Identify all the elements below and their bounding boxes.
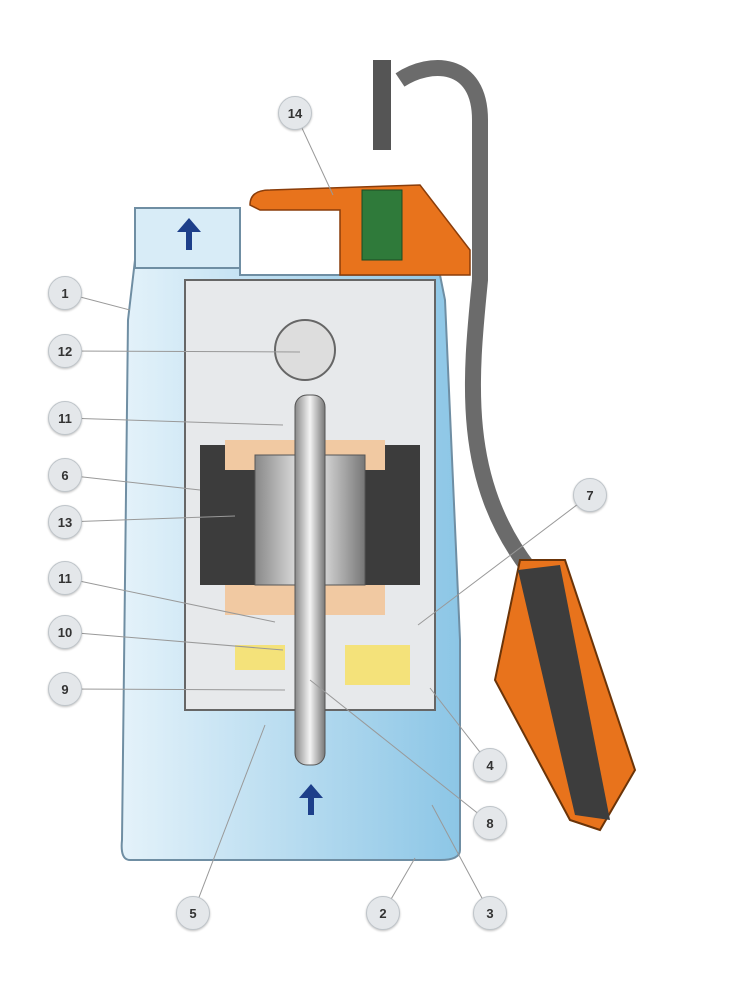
callout-6: 6 bbox=[48, 458, 82, 492]
callout-12: 12 bbox=[48, 334, 82, 368]
callout-11-upper: 11 bbox=[48, 401, 82, 435]
callout-8: 8 bbox=[473, 806, 507, 840]
callout-13: 13 bbox=[48, 505, 82, 539]
callout-11-lower: 11 bbox=[48, 561, 82, 595]
callout-4: 4 bbox=[473, 748, 507, 782]
callout-9: 9 bbox=[48, 672, 82, 706]
callout-1: 1 bbox=[48, 276, 82, 310]
capacitor bbox=[274, 319, 336, 381]
callout-2: 2 bbox=[366, 896, 400, 930]
callout-14: 14 bbox=[278, 96, 312, 130]
oil-chamber-left bbox=[235, 645, 285, 670]
outlet-arrow-icon bbox=[177, 218, 201, 250]
float-cable bbox=[395, 60, 537, 575]
callout-5: 5 bbox=[176, 896, 210, 930]
callout-7: 7 bbox=[573, 478, 607, 512]
oil-chamber-right bbox=[345, 645, 410, 685]
callout-10: 10 bbox=[48, 615, 82, 649]
inlet-arrow-icon bbox=[299, 784, 323, 815]
leader-lines bbox=[64, 112, 591, 914]
handle bbox=[249, 184, 471, 276]
cable-gland bbox=[361, 189, 403, 261]
callout-3: 3 bbox=[473, 896, 507, 930]
shaft bbox=[294, 394, 326, 766]
